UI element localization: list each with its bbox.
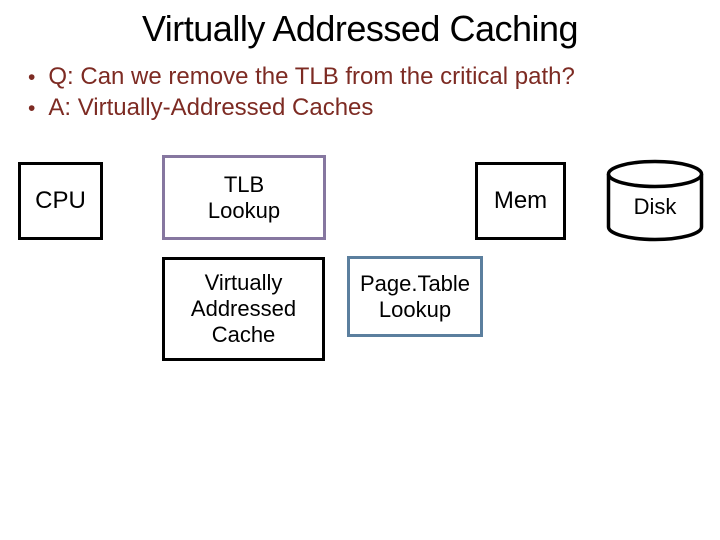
pagetable-lookup-box: Page.Table Lookup <box>347 256 483 337</box>
disk-top-ellipse <box>606 159 704 189</box>
mem-box: Mem <box>475 162 566 240</box>
bullet-list: • Q: Can we remove the TLB from the crit… <box>28 62 716 124</box>
pagetable-label-line1: Page.Table <box>359 270 471 296</box>
bullet-item-answer: • A: Virtually-Addressed Caches <box>28 93 716 124</box>
vcache-label-line3: Cache <box>211 322 276 347</box>
vcache-label-line1: Virtually <box>204 270 283 295</box>
mem-label: Mem <box>493 187 548 214</box>
cpu-box: CPU <box>18 162 103 240</box>
disk-cylinder-shape <box>606 159 704 242</box>
vcache-label-line2: Addressed <box>190 296 297 321</box>
bullet-answer-text: A: Virtually-Addressed Caches <box>48 94 374 121</box>
pagetable-label-line2: Lookup <box>378 296 452 322</box>
tlb-label-line2: Lookup <box>207 197 281 223</box>
disk-body-shape <box>606 174 704 242</box>
bullet-icon: • <box>28 66 36 89</box>
slide-title: Virtually Addressed Caching <box>141 8 579 49</box>
bullet-question-text: Q: Can we remove the TLB from the critic… <box>48 63 575 90</box>
tlb-label-line1: TLB <box>223 171 265 197</box>
virtually-addressed-cache-box: Virtually Addressed Cache <box>162 257 325 361</box>
bullet-icon: • <box>28 97 36 120</box>
cpu-label: CPU <box>35 187 86 214</box>
disk-label: Disk <box>633 194 677 219</box>
bullet-item-question: • Q: Can we remove the TLB from the crit… <box>28 62 716 93</box>
disk-cylinder: Disk <box>605 159 705 243</box>
tlb-lookup-box: TLB Lookup <box>162 155 326 240</box>
